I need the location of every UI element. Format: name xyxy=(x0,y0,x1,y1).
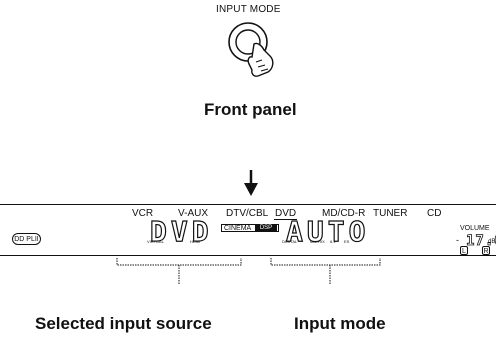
input-mode-knob-icon[interactable] xyxy=(218,20,284,80)
source-dtv-cbl: DTV/CBL xyxy=(226,208,269,219)
down-arrow-icon xyxy=(244,170,258,196)
input-mode-caption: Input mode xyxy=(294,314,386,333)
indicator-matrix: MATRIX xyxy=(310,239,325,244)
selected-input-source-caption: Selected input source xyxy=(35,314,212,333)
source-v-aux: V-AUX xyxy=(178,208,209,219)
cinema-dsp-badge: CINEMA DSP xyxy=(221,224,279,232)
indicator-6-1: 6.1 xyxy=(330,239,336,244)
volume-unit: dB xyxy=(488,239,496,245)
input-mode-button-label: INPUT MODE xyxy=(216,4,281,15)
source-md-cdr: MD/CD-R xyxy=(322,208,366,219)
indicator-digital: DIGITAL xyxy=(282,239,298,244)
indicator-virtual: VIRTUAL xyxy=(147,239,164,244)
mode-readout: AUTO xyxy=(285,214,370,248)
dolby-indicator: DD PLII xyxy=(12,233,41,245)
speaker-left-indicator: L xyxy=(460,246,468,255)
front-panel-caption: Front panel xyxy=(204,100,297,119)
volume-label: VOLUME xyxy=(460,225,490,232)
dsp-text: DSP xyxy=(255,225,277,231)
indicator-hdmi: HDMI xyxy=(190,239,201,244)
callout-brackets xyxy=(116,258,381,284)
source-readout: DVD xyxy=(149,214,213,248)
volume-sign: - xyxy=(456,235,459,245)
volume-value: 17.0 xyxy=(466,233,496,250)
source-dvd: DVD xyxy=(274,208,298,220)
front-display-panel: VCR V-AUX DTV/CBL DVD MD/CD-R TUNER CD C… xyxy=(0,204,496,256)
source-cd: CD xyxy=(427,208,442,219)
indicator-es: ES xyxy=(344,239,350,244)
cinema-text: CINEMA xyxy=(224,225,252,232)
speaker-right-indicator: R xyxy=(482,246,490,255)
source-vcr: VCR xyxy=(132,208,154,219)
source-tuner: TUNER xyxy=(373,208,408,219)
